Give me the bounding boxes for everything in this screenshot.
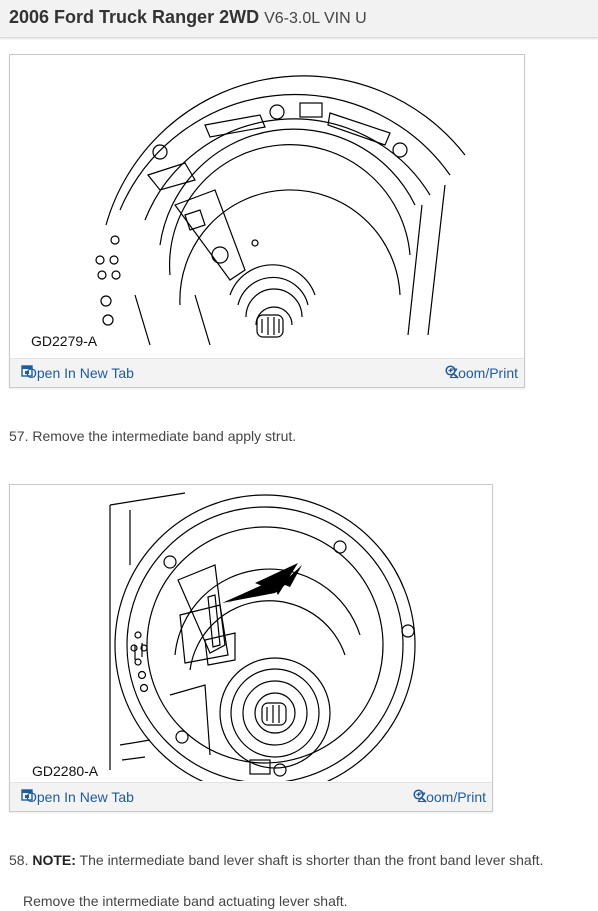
engine-subtitle: V6-3.0L VIN U	[264, 10, 367, 27]
note-text: The intermediate band lever shaft is sho…	[75, 852, 544, 868]
step-58-text: 58. NOTE: The intermediate band lever sh…	[9, 852, 543, 868]
step-58-action: Remove the intermediate band actuating l…	[23, 893, 348, 909]
figure-toolbar: Open In New Tab Zoom/Print	[10, 358, 524, 387]
transmission-diagram-2	[109, 492, 416, 781]
step-57-text: 57. Remove the intermediate band apply s…	[9, 428, 297, 444]
vehicle-title: 2006 Ford Truck Ranger 2WD	[9, 7, 260, 27]
transmission-diagram-1	[95, 75, 466, 345]
open-in-new-tab-label: Open In New Tab	[26, 365, 134, 381]
open-in-new-tab-button[interactable]: Open In New Tab	[21, 365, 134, 381]
figure-toolbar: Open In New Tab Zoom/Print	[10, 782, 492, 811]
figure-gd2280: GD2280-A Open In New Tab Zoom/Print	[9, 484, 493, 812]
figure-gd2279: GD2279-A Open In New Tab Zoom/Print	[9, 54, 525, 388]
figure-label: GD2280-A	[30, 763, 101, 779]
note-label: NOTE:	[32, 852, 76, 868]
page-title: 2006 Ford Truck Ranger 2WD V6-3.0L VIN U	[9, 7, 367, 28]
zoom-print-button[interactable]: Zoom/Print	[444, 365, 518, 381]
open-in-new-tab-label: Open In New Tab	[26, 789, 134, 805]
page-header: 2006 Ford Truck Ranger 2WD V6-3.0L VIN U	[0, 0, 598, 38]
figure-label: GD2279-A	[29, 333, 100, 349]
open-in-new-tab-button[interactable]: Open In New Tab	[21, 789, 134, 805]
zoom-print-button[interactable]: Zoom/Print	[412, 789, 486, 805]
step-58-prefix: 58.	[9, 852, 33, 868]
zoom-print-label: Zoom/Print	[449, 365, 518, 381]
zoom-print-label: Zoom/Print	[417, 789, 486, 805]
